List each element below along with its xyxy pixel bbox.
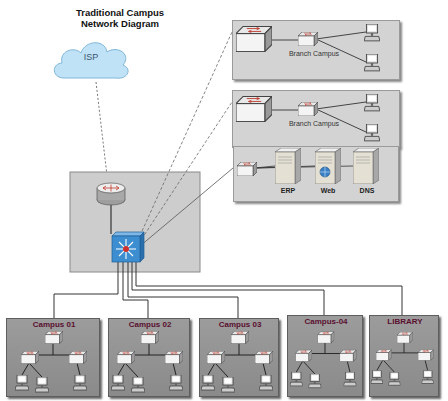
node-label: Web: [314, 187, 342, 195]
core-box: [70, 172, 200, 272]
branch-campus-box: Branch Campus: [232, 90, 400, 148]
campus-link: [132, 262, 324, 315]
node-label: Branch Campus: [283, 50, 345, 58]
core-switch-front: [112, 236, 140, 262]
router-body: [97, 188, 125, 200]
node-label: ISP: [50, 53, 132, 63]
campus-equipment: [290, 332, 357, 388]
branch-campus-box: Branch Campus: [232, 20, 400, 80]
campus-box: Campus 01: [6, 318, 100, 397]
node-label: LIBRARY: [370, 318, 440, 327]
campus-box: Campus-04: [287, 315, 363, 397]
node-label: ERP: [274, 187, 302, 195]
campus-box: Campus 02: [108, 318, 190, 397]
node-label: Campus 01: [7, 321, 101, 330]
server-link: [140, 168, 233, 246]
node-label: Campus-04: [288, 318, 364, 327]
campus-link: [54, 262, 118, 318]
node-label: Campus 02: [109, 321, 191, 330]
branch-link: [139, 102, 232, 243]
router-bottom: [97, 195, 125, 205]
router-top: [97, 183, 125, 193]
core-link: [110, 204, 111, 234]
campus-equipment: [201, 331, 273, 392]
branch-link: [138, 32, 232, 240]
campus-equipment: [15, 331, 87, 392]
core-switch-hub: [123, 246, 129, 252]
router-arrows: [103, 185, 119, 192]
core-switch-icon: [112, 232, 144, 262]
node-label: Branch Campus: [283, 120, 345, 128]
router-icon: [97, 183, 125, 205]
campus-equipment: [111, 331, 183, 392]
branch-equipment: [236, 24, 380, 71]
core-switch-top: [112, 232, 144, 236]
node-label: DNS: [353, 187, 381, 195]
branch-equipment: [236, 94, 380, 141]
core-switch-star: [116, 239, 136, 259]
node-label: Campus 03: [200, 321, 280, 330]
isp-uplink: [96, 82, 108, 184]
campus-box: Campus 03: [199, 318, 279, 397]
diagram-title: Traditional Campus Network Diagram: [68, 7, 172, 30]
server-box: ERP Web DNS: [233, 146, 399, 202]
library-box: LIBRARY: [369, 315, 439, 397]
campus-link: [136, 262, 402, 315]
isp-cloud: ISP: [50, 36, 132, 82]
campus-equipment: [371, 332, 434, 385]
router-sides: [97, 188, 125, 200]
core-switch-side: [140, 232, 144, 262]
server-equipment: [237, 148, 379, 184]
